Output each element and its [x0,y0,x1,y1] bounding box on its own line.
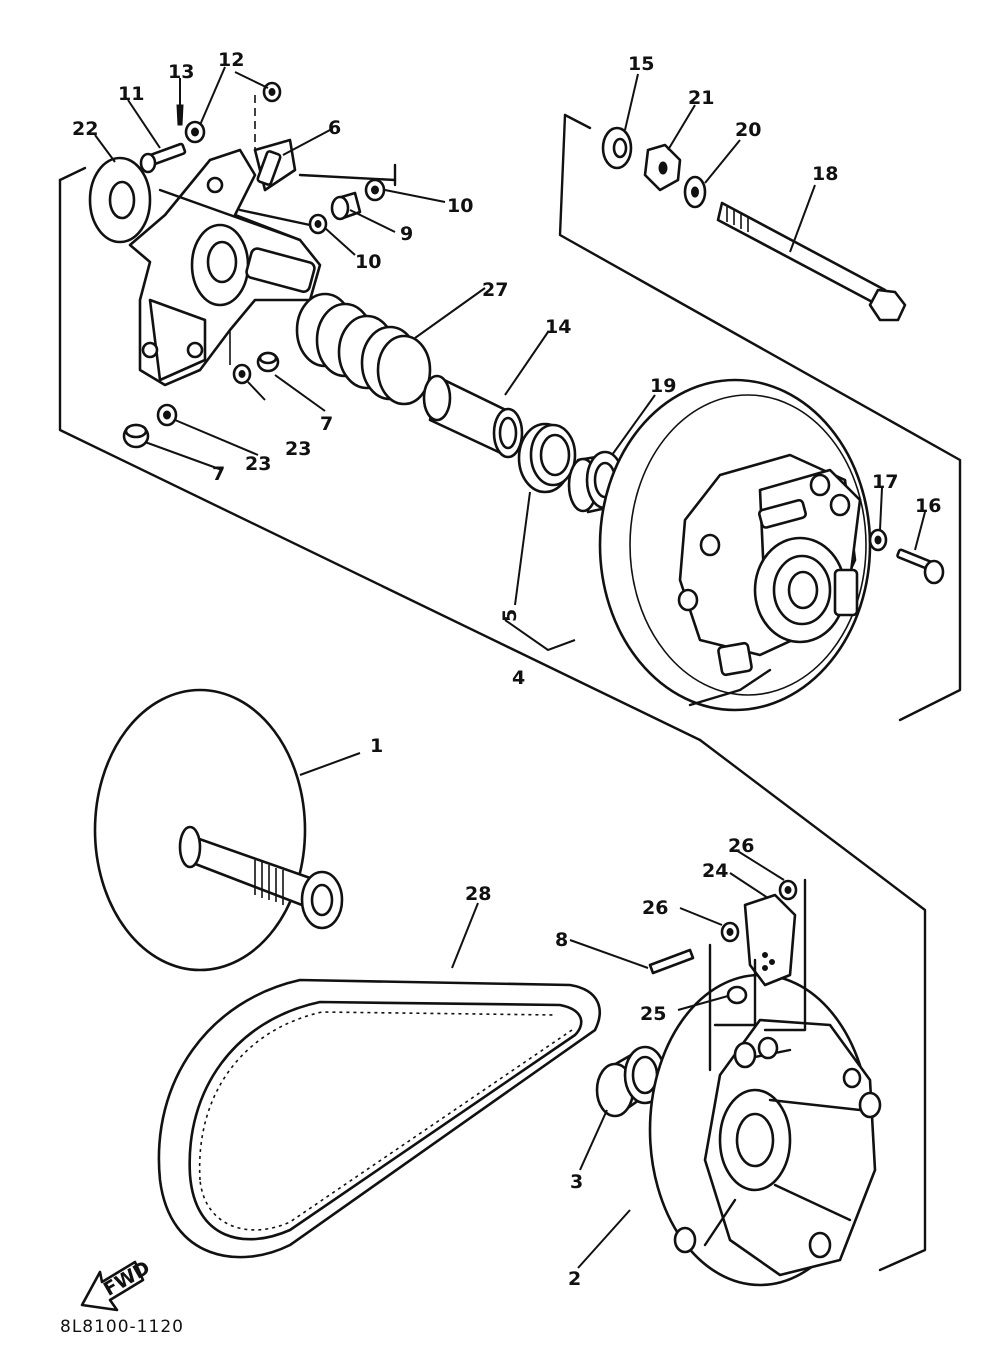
callout-25: 25 [640,1003,666,1025]
part-3-bushing [595,1045,667,1118]
part-24-ramp-shoe [743,893,797,987]
callout-12: 12 [218,49,244,71]
callout-15: 15 [628,53,654,75]
callout-23-upper: 23 [285,438,311,460]
part-9-roller [330,191,362,221]
callout-7-lower: 7 [212,463,225,485]
part-28-drive-belt [157,978,601,1259]
callout-4: 4 [512,667,525,689]
callout-2: 2 [568,1268,581,1290]
callout-8: 8 [555,929,568,951]
callout-13: 13 [168,61,194,83]
callout-10-upper: 10 [447,195,473,217]
callout-7-upper: 7 [320,413,333,435]
part-26-washer-lower [720,921,740,943]
callout-26-lower: 26 [642,897,668,919]
part-27-spring [295,292,432,406]
callout-23-lower: 23 [245,453,271,475]
leader-lines [94,66,926,1269]
part-10-washer-lower [308,213,328,235]
part-10-washer-upper [364,178,386,202]
callout-26-upper: 26 [728,835,754,857]
part-18-bolt [716,201,907,322]
part-23-washer-lower [156,403,178,427]
callout-6: 6 [328,117,341,139]
callout-1: 1 [370,735,383,757]
part-6-pin [256,150,282,186]
part-22-washer [88,156,152,244]
part-21-nut [643,143,682,192]
callout-5: 5 [499,609,521,622]
part-20-washer [683,175,707,209]
part-13-pin [176,104,184,126]
part-14-sleeve [422,374,524,459]
part-4-movable-sheave [598,378,872,712]
callout-22: 22 [72,118,98,140]
lower-group-bracket [708,878,807,1072]
callout-16: 16 [915,495,941,517]
callout-11: 11 [118,83,144,105]
part-16-screw [896,548,945,585]
callout-17: 17 [872,471,898,493]
callout-9: 9 [400,223,413,245]
part-1-fixed-sheave [93,688,344,972]
callout-14: 14 [545,316,571,338]
callout-20: 20 [735,119,761,141]
part-11-bolt [139,142,187,174]
callout-labels: 1 2 3 4 5 6 7 7 8 9 10 10 11 12 13 14 15… [72,49,941,1290]
part-12-nuts [184,81,282,150]
part-5-bushing [517,422,577,494]
part-15-washer [601,126,633,170]
spider-assembly [128,138,322,387]
part-7-bolt-upper [256,351,280,373]
part-2-secondary-sheave [648,973,882,1287]
part-23-washer-upper [232,363,252,385]
part-25-screw [726,985,748,1005]
callout-19: 19 [650,375,676,397]
upper-group-frame [58,163,702,742]
drawing-code: 8L8100-1120 [60,1317,184,1337]
fwd-arrow-icon: FWD [80,1257,154,1312]
part-17-washer [868,528,888,552]
callout-24: 24 [702,860,728,882]
callout-10-lower: 10 [355,251,381,273]
lower-group-frame [698,738,927,1272]
callout-27: 27 [482,279,508,301]
part-26-washer-upper [778,879,798,901]
bolt-group-frame [558,113,962,722]
callout-21: 21 [688,87,714,109]
callout-28: 28 [465,883,491,905]
callout-3: 3 [570,1171,583,1193]
callout-18: 18 [812,163,838,185]
fwd-label: FWD [100,1257,154,1301]
part-7-bolt-lower [122,423,150,449]
part-8-pin [648,948,695,975]
